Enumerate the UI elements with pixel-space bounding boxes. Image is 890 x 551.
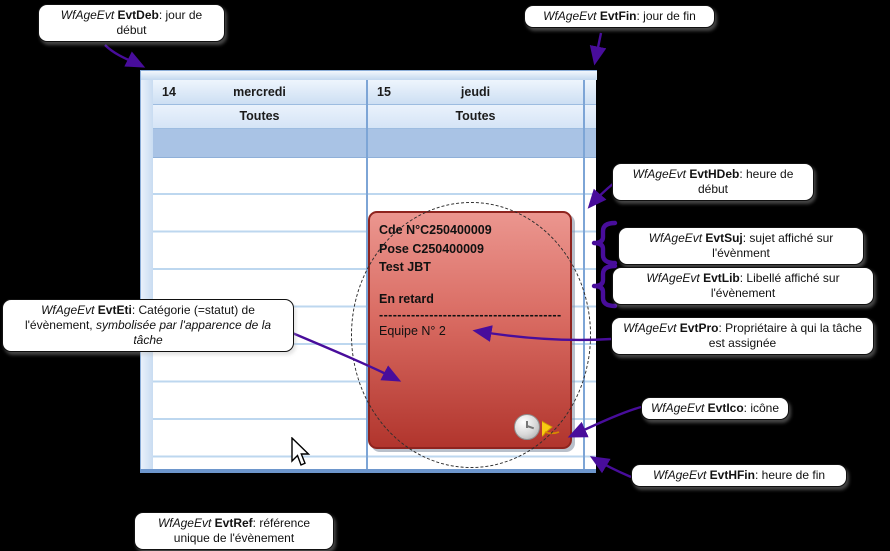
callout-prefix: WfAgeEvt (632, 167, 690, 181)
callout-prefix: WfAgeEvt (652, 468, 710, 482)
calendar-bottom-border (140, 469, 596, 473)
callout-field: EvtLib (703, 271, 740, 285)
callout-desc-italic: symbolisée par l'apparence de la tâche (95, 318, 272, 347)
day-column-partial (585, 80, 596, 469)
all-day-band (585, 129, 596, 158)
callout-field: EvtSuj (705, 231, 743, 245)
callout-evtref: WfAgeEvt EvtRef: référence unique de l'é… (134, 512, 334, 550)
callout-evtpro: WfAgeEvt EvtPro: Propriétaire à qui la t… (611, 317, 874, 355)
calendar-time-gutter (140, 80, 154, 469)
callout-prefix: WfAgeEvt (543, 9, 600, 23)
callout-prefix: WfAgeEvt (646, 271, 704, 285)
callout-evtdeb: WfAgeEvt EvtDeb: jour de début (38, 4, 225, 42)
callout-evthfin: WfAgeEvt EvtHFin: heure de fin (631, 464, 847, 487)
callout-field: EvtDeb (117, 8, 159, 22)
day-header[interactable]: 15 jeudi (368, 80, 583, 105)
arrow-evthfin (589, 456, 632, 479)
day-name: jeudi (460, 85, 491, 99)
callout-evtico: WfAgeEvt EvtIco: icône (641, 397, 789, 420)
callout-desc: : Catégorie (=statut) de l'évènement, (24, 303, 255, 332)
callout-desc: : Libellé affiché sur l'évènement (710, 271, 840, 300)
callout-evtsuj: WfAgeEvt EvtSuj: sujet affiché sur l'évè… (618, 227, 864, 265)
callout-evtfin: WfAgeEvt EvtFin: jour de fin (524, 5, 715, 28)
callout-field: EvtHDeb (689, 167, 740, 181)
brace-evtsuj (591, 220, 618, 266)
callout-prefix: WfAgeEvt (650, 401, 708, 415)
day-number: 14 (162, 85, 176, 99)
day-filter-toutes[interactable]: Toutes (368, 105, 583, 129)
event-highlight-ellipse (351, 202, 591, 468)
callout-desc: : heure de début (697, 167, 794, 196)
callout-desc: : Propriétaire à qui la tâche est assign… (708, 321, 862, 350)
callout-desc: : jour de début (116, 8, 203, 37)
callout-desc: : référence unique de l'évènement (173, 516, 311, 545)
callout-field: EvtIco (707, 401, 744, 415)
callout-evthdeb: WfAgeEvt EvtHDeb: heure de début (612, 163, 814, 201)
all-day-band[interactable] (153, 129, 366, 158)
callout-desc: : heure de fin (754, 468, 826, 482)
day-filter (585, 105, 596, 129)
callout-evteti: WfAgeEvt EvtEti: Catégorie (=statut) de … (2, 299, 294, 352)
all-day-band[interactable] (368, 129, 583, 158)
callout-desc: : sujet affiché sur l'évènment (712, 231, 834, 260)
calendar-top-border (140, 70, 597, 80)
callout-prefix: WfAgeEvt (623, 321, 680, 335)
arrow-evtfin (589, 32, 607, 66)
mouse-cursor (291, 437, 311, 466)
callout-prefix: WfAgeEvt (60, 8, 118, 22)
callout-prefix: WfAgeEvt (41, 303, 98, 317)
callout-field: EvtHFin (709, 468, 755, 482)
callout-field: EvtRef (214, 516, 253, 530)
callout-prefix: WfAgeEvt (648, 231, 706, 245)
callout-field: EvtEti (97, 303, 132, 317)
day-header[interactable]: 14 mercredi (153, 80, 366, 105)
callout-evtlib: WfAgeEvt EvtLib: Libellé affiché sur l'é… (612, 267, 874, 305)
time-grid (585, 158, 596, 469)
day-column-mercredi: 14 mercredi Toutes (153, 80, 368, 469)
callout-desc: : jour de fin (636, 9, 696, 23)
day-filter-toutes[interactable]: Toutes (153, 105, 366, 129)
callout-field: EvtPro (679, 321, 719, 335)
callout-desc: : icône (743, 401, 780, 415)
day-header (585, 80, 596, 105)
callout-prefix: WfAgeEvt (157, 516, 215, 530)
day-number: 15 (377, 85, 391, 99)
day-name: mercredi (233, 85, 286, 99)
arrow-evtdeb (104, 44, 146, 68)
callout-field: EvtFin (599, 9, 637, 23)
